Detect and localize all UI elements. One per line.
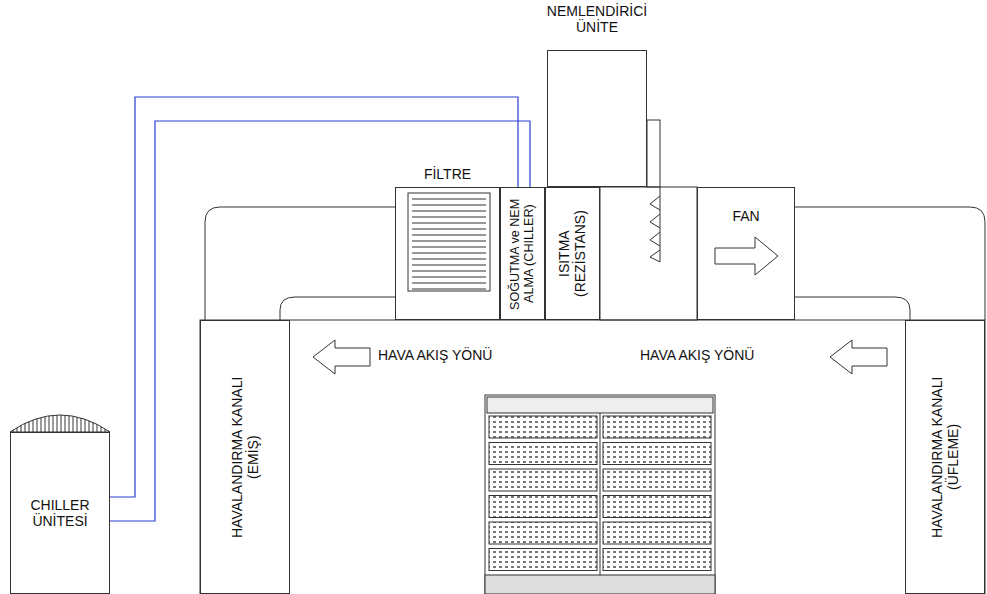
filter-slat <box>412 228 486 229</box>
component-label: HAVALANDIRMA KANALI (ÜFLEME) <box>929 357 961 557</box>
filter-slat <box>412 288 486 289</box>
chiller-pipe <box>110 121 530 521</box>
cabinet-shelf <box>603 469 711 491</box>
filter-slat <box>412 270 486 271</box>
cabinet-shelf <box>603 549 711 571</box>
cabinet-shelf <box>489 469 597 491</box>
component-box: FİLTRE <box>395 187 500 320</box>
cabinet-shelf <box>489 443 597 465</box>
casing-outline <box>795 207 985 320</box>
filter-slat <box>412 204 486 205</box>
spray-nozzles <box>650 196 660 262</box>
filter-slat <box>412 258 486 259</box>
cabinet-shelf <box>603 522 711 544</box>
component-box: HAVALANDIRMA KANALI (ÜFLEME) <box>905 320 985 594</box>
component-label: CHILLER ÜNİTESİ <box>20 497 100 529</box>
component-label: SOĞUTMA ve NEM ALMA (CHILLER) <box>508 189 537 319</box>
component-label: ISITMA (REZİSTANS) <box>556 202 588 306</box>
component-label: NEMLENDİRİCİ ÜNİTE <box>532 3 662 35</box>
airflow-label: HAVA AKIŞ YÖNÜ <box>378 347 492 363</box>
filter-slat <box>412 246 486 247</box>
casing-outline <box>280 297 395 320</box>
filter-slat <box>412 264 486 265</box>
filter-grille <box>408 193 490 291</box>
display-cabinet <box>485 395 715 594</box>
component-box: FAN <box>697 187 795 320</box>
filter-slat <box>412 234 486 235</box>
humidifier-pipe <box>647 120 660 187</box>
cabinet-shelf <box>489 522 597 544</box>
cabinet-shelf <box>603 443 711 465</box>
airflow-arrow <box>830 340 887 374</box>
component-label: HAVALANDIRMA KANALI (EMİŞ) <box>229 367 261 547</box>
cabinet-shelf <box>489 496 597 518</box>
filter-slat <box>412 222 486 223</box>
humidifier-section <box>600 187 697 320</box>
chiller-pipe <box>110 97 518 497</box>
filter-slat <box>412 210 486 211</box>
component-label: FİLTRE <box>395 166 500 182</box>
filter-slat <box>412 252 486 253</box>
cabinet-shelf <box>489 416 597 438</box>
cabinet-shelf <box>603 496 711 518</box>
casing-outline <box>795 297 910 320</box>
filter-slat <box>412 198 486 199</box>
cabinet-shelf <box>603 416 711 438</box>
filter-slat <box>412 276 486 277</box>
airflow-arrow <box>313 340 370 374</box>
component-label: FAN <box>698 188 794 224</box>
component-box: CHILLER ÜNİTESİ <box>10 432 110 594</box>
component-box: ISITMA (REZİSTANS) <box>545 187 600 320</box>
component-box: HAVALANDIRMA KANALI (EMİŞ) <box>200 320 290 594</box>
component-box: NEMLENDİRİCİ ÜNİTE <box>547 50 647 187</box>
airflow-label: HAVA AKIŞ YÖNÜ <box>640 347 754 363</box>
filter-slat <box>412 216 486 217</box>
cabinet-shelf <box>489 549 597 571</box>
fan-arrow <box>715 237 778 275</box>
casing-outline <box>205 207 395 320</box>
filter-slat <box>412 240 486 241</box>
component-box: SOĞUTMA ve NEM ALMA (CHILLER) <box>500 187 545 320</box>
filter-slat <box>412 282 486 283</box>
chiller-fan-grille <box>10 415 110 432</box>
test-chamber <box>200 320 985 594</box>
